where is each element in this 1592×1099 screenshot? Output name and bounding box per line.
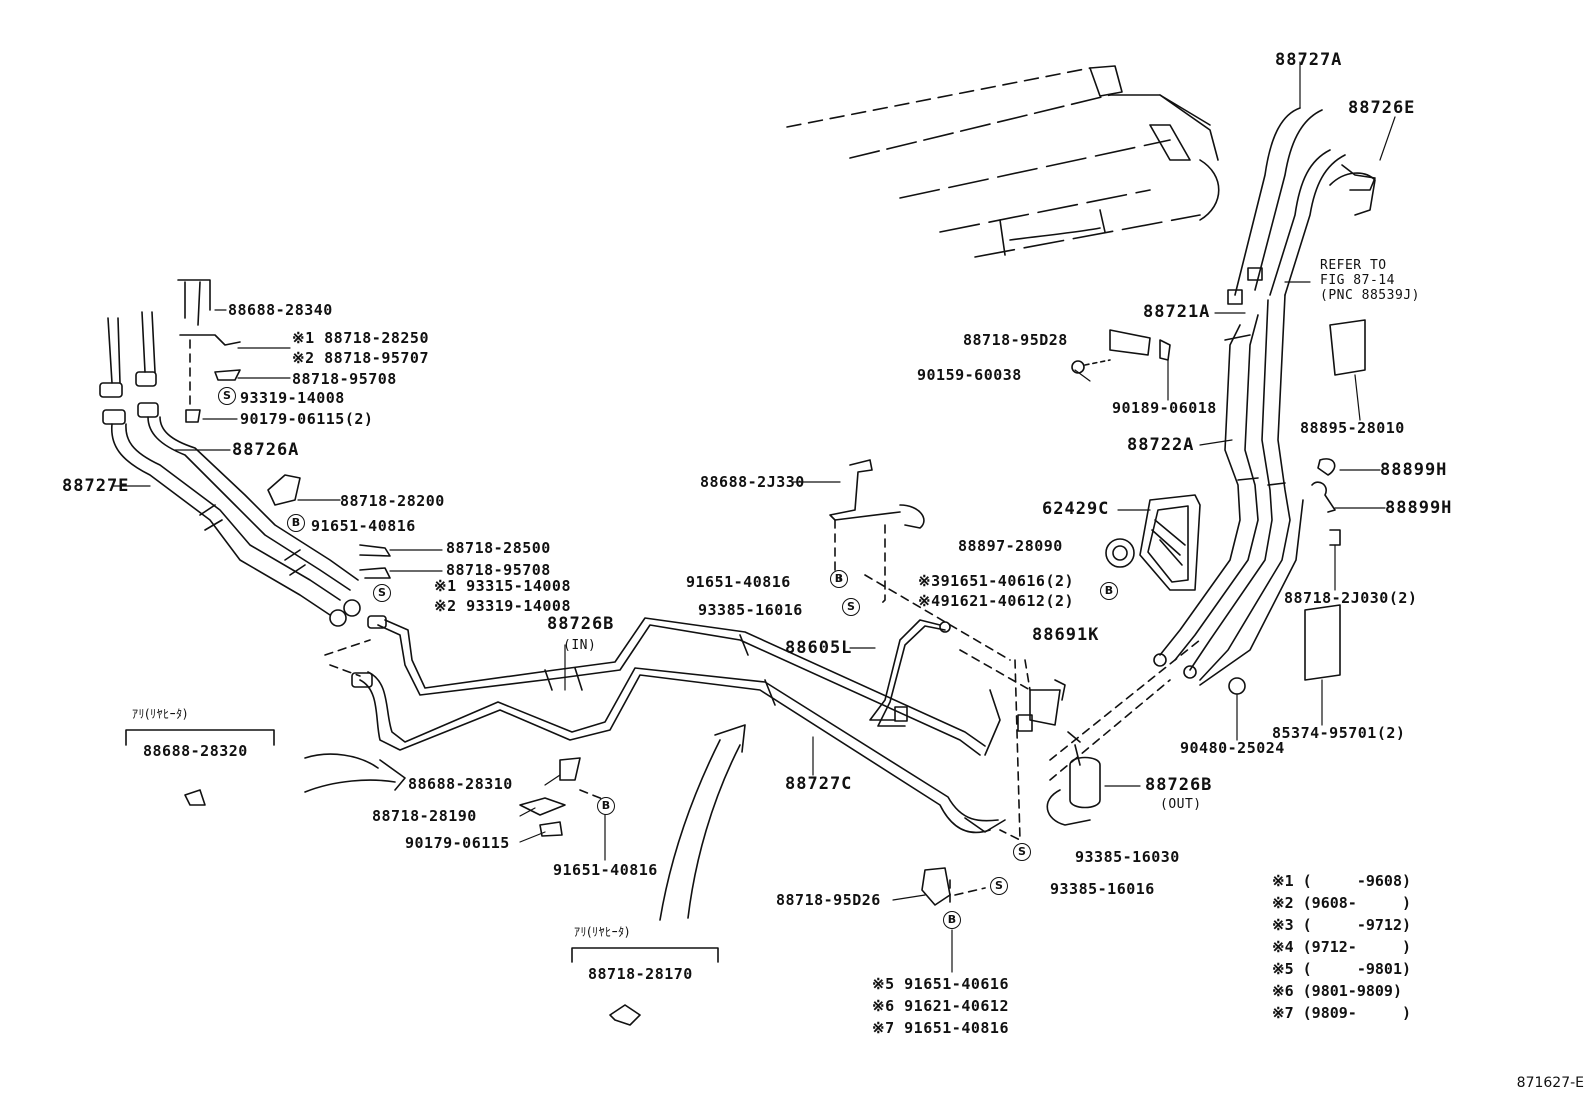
label-93315-14008: ※1 93315-14008	[434, 577, 571, 595]
label-90179-06115: 90179-06115	[405, 834, 510, 852]
legend-row: ※1 ( -9608)	[1272, 872, 1411, 890]
label-93319-14008-a: 93319-14008	[240, 389, 345, 407]
label-88605L: 88605L	[785, 638, 853, 658]
label-88718-28250: ※1 88718-28250	[292, 329, 429, 347]
label-91651-40816-d: 91651-40816	[553, 861, 658, 879]
label-90189-06018: 90189-06018	[1112, 399, 1217, 417]
label-88688-2J330: 88688-2J330	[700, 473, 805, 491]
label-88688-28340: 88688-28340	[228, 301, 333, 319]
small-parts-right	[1071, 319, 1366, 695]
label-88726E: 88726E	[1348, 98, 1416, 118]
label-90159-60038: 90159-60038	[917, 366, 1022, 384]
label-88718-28200: 88718-28200	[340, 492, 445, 510]
label-88726B-in: 88726B	[547, 614, 615, 634]
label-90480-25024: 90480-25024	[1180, 739, 1285, 757]
inset-title-rear-heater-2: ｱﾘ(ﾘﾔﾋｰﾀ)	[574, 925, 630, 939]
label-93385-16030: 93385-16030	[1075, 848, 1180, 866]
label-88688-28320: 88688-28320	[143, 742, 248, 760]
grommet-88897-28090	[1105, 538, 1135, 568]
legend-row: ※3 ( -9712)	[1272, 916, 1411, 934]
label-88899H-a: 88899H	[1380, 460, 1448, 480]
screw-symbol: S	[373, 584, 391, 602]
label-88718-95708-a: 88718-95708	[292, 370, 397, 388]
label-90179-06115-2: 90179-06115(2)	[240, 410, 374, 428]
label-88718-95707: ※2 88718-95707	[292, 349, 429, 367]
label-88718-28500: 88718-28500	[446, 539, 551, 557]
bolt-symbol: B	[830, 570, 848, 588]
label-in: (IN)	[563, 638, 597, 653]
screw-symbol: S	[842, 598, 860, 616]
bolt-symbol: B	[287, 514, 305, 532]
label-88718-28170: 88718-28170	[588, 965, 693, 983]
left-pipes	[99, 311, 361, 627]
label-88722A: 88722A	[1127, 435, 1195, 455]
legend-row: ※2 (9608- )	[1272, 894, 1411, 912]
label-88691K: 88691K	[1032, 625, 1100, 645]
label-88718-95D28: 88718-95D28	[963, 331, 1068, 349]
label-88726A: 88726A	[232, 440, 300, 460]
legend-row: ※4 (9712- )	[1272, 938, 1411, 956]
legend-row: ※6 (9801-9809)	[1272, 982, 1402, 1000]
label-88718-2J030-2: 88718-2J030(2)	[1284, 589, 1418, 607]
label-88727E: 88727E	[62, 476, 130, 496]
label-88726B-out: 88726B	[1145, 775, 1213, 795]
bolt-symbol: B	[943, 911, 961, 929]
bolt-symbol: B	[1100, 582, 1118, 600]
figure-code: 871627-E	[1516, 1075, 1584, 1091]
label-91651-40616: ※5 91651-40616	[872, 975, 1009, 993]
bolt-symbol: B	[597, 797, 615, 815]
label-leaders	[111, 61, 1396, 973]
refer-line-1: REFER TO	[1320, 258, 1387, 273]
label-88899H-b: 88899H	[1385, 498, 1453, 518]
label-91651-40816-a: 91651-40816	[311, 517, 416, 535]
label-88727C: 88727C	[785, 774, 853, 794]
inset-rear-heater	[125, 729, 719, 1026]
label-88718-28190: 88718-28190	[372, 807, 477, 825]
flow-arrows	[304, 724, 746, 921]
label-88895-28010: 88895-28010	[1300, 419, 1405, 437]
label-88897-28090: 88897-28090	[958, 537, 1063, 555]
left-clips	[177, 279, 391, 579]
screw-symbol: S	[218, 387, 236, 405]
assembly-88726B-out	[1046, 731, 1101, 826]
refer-line-3: (PNC 88539J)	[1320, 288, 1420, 303]
rear-heater-unit	[786, 65, 1220, 258]
panel-62429C	[1139, 494, 1201, 591]
bracket-88688-2J330	[829, 459, 925, 529]
screw-symbol: S	[990, 877, 1008, 895]
label-85374-95701-2: 85374-95701(2)	[1272, 724, 1406, 742]
screw-symbol: S	[1013, 843, 1031, 861]
center-clips	[519, 757, 951, 906]
label-93385-16016-a: 93385-16016	[698, 601, 803, 619]
label-88718-95D26: 88718-95D26	[776, 891, 881, 909]
label-88721A: 88721A	[1143, 302, 1211, 322]
label-91621-40612-2: ※491621-40612(2)	[918, 592, 1075, 610]
main-tubes	[351, 615, 1006, 834]
label-out: (OUT)	[1160, 797, 1202, 812]
label-91651-40616-2: ※391651-40616(2)	[918, 572, 1075, 590]
right-tubes	[1153, 107, 1376, 686]
label-93319-14008-b: ※2 93319-14008	[434, 597, 571, 615]
label-88727A: 88727A	[1275, 50, 1343, 70]
legend-row: ※7 (9809- )	[1272, 1004, 1411, 1022]
label-93385-16016-b: 93385-16016	[1050, 880, 1155, 898]
label-91621-40612: ※6 91621-40612	[872, 997, 1009, 1015]
legend-row: ※5 ( -9801)	[1272, 960, 1411, 978]
refer-line-2: FIG 87-14	[1320, 273, 1395, 288]
label-88718-95708-b: 88718-95708	[446, 561, 551, 579]
hose-88605L	[869, 619, 951, 727]
valve-88691K	[984, 679, 1066, 756]
inset-title-rear-heater-1: ｱﾘ(ﾘﾔﾋｰﾀ)	[132, 707, 188, 721]
label-91651-40816-b: 91651-40816	[686, 573, 791, 591]
label-91651-40816-c: ※7 91651-40816	[872, 1019, 1009, 1037]
label-62429C: 62429C	[1042, 499, 1110, 519]
label-88688-28310: 88688-28310	[408, 775, 513, 793]
